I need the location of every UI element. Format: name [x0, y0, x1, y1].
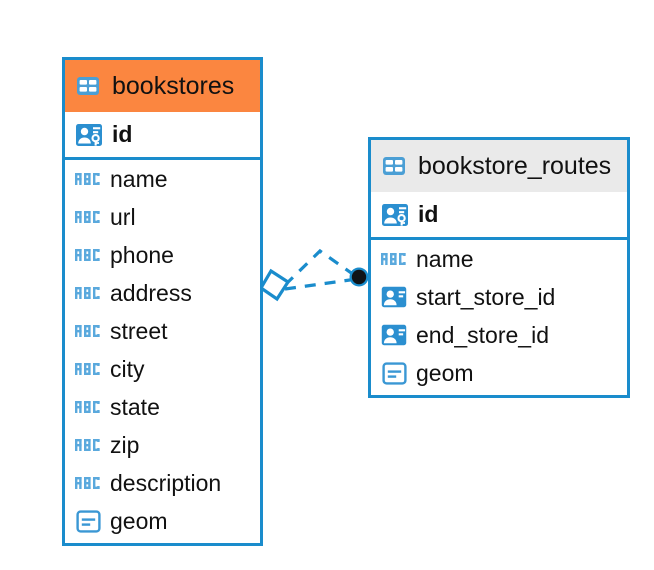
diamond-outline-marker: [258, 268, 291, 302]
column-label: id: [418, 201, 439, 227]
abc-text-icon: [75, 204, 101, 230]
column-row-primary-key[interactable]: id: [371, 192, 627, 237]
column-label: city: [110, 355, 145, 382]
column-row[interactable]: geom: [371, 354, 627, 392]
primary-key-icon: [75, 121, 103, 149]
primary-key-divider: [371, 237, 627, 240]
column-row[interactable]: name: [65, 160, 260, 198]
column-label: street: [110, 317, 168, 344]
abc-text-icon: [75, 242, 101, 268]
relationship-line-lower: [284, 277, 358, 291]
column-label: description: [110, 469, 222, 496]
column-label: name: [110, 165, 168, 192]
filled-circle-marker: [349, 267, 369, 287]
table-icon: [75, 73, 101, 99]
abc-text-icon: [75, 166, 101, 192]
table-icon: [381, 153, 407, 179]
abc-text-icon: [381, 246, 407, 272]
column-row[interactable]: city: [65, 350, 260, 388]
foreign-key-icon: [381, 322, 407, 348]
primary-key-icon: [381, 201, 409, 229]
entity-table-bookstores[interactable]: bookstores id name url phone address street c…: [62, 57, 263, 546]
column-row[interactable]: description: [65, 464, 260, 502]
column-row[interactable]: end_store_id: [371, 316, 627, 354]
primary-key-divider: [65, 157, 260, 160]
column-label: end_store_id: [416, 321, 549, 348]
column-row[interactable]: zip: [65, 426, 260, 464]
abc-text-icon: [75, 280, 101, 306]
column-row[interactable]: geom: [65, 502, 260, 540]
abc-text-icon: [75, 318, 101, 344]
column-row[interactable]: address: [65, 274, 260, 312]
relationship-line-upper: [283, 248, 358, 287]
column-label: name: [416, 245, 474, 272]
entity-title: bookstore_routes: [418, 151, 612, 180]
column-row[interactable]: name: [371, 240, 627, 278]
column-label: zip: [110, 431, 140, 458]
entity-header-bookstore-routes[interactable]: bookstore_routes: [371, 140, 627, 192]
column-label: geom: [416, 359, 474, 386]
abc-text-icon: [75, 356, 101, 382]
column-label: id: [112, 121, 133, 147]
geometry-icon: [75, 508, 101, 534]
abc-text-icon: [75, 394, 101, 420]
abc-text-icon: [75, 470, 101, 496]
column-row[interactable]: state: [65, 388, 260, 426]
column-label: phone: [110, 241, 174, 268]
column-row[interactable]: start_store_id: [371, 278, 627, 316]
column-label: url: [110, 203, 136, 230]
column-row[interactable]: url: [65, 198, 260, 236]
column-row-primary-key[interactable]: id: [65, 112, 260, 157]
column-row[interactable]: street: [65, 312, 260, 350]
abc-text-icon: [75, 432, 101, 458]
column-label: start_store_id: [416, 283, 556, 310]
entity-header-bookstores[interactable]: bookstores: [65, 60, 260, 112]
column-label: address: [110, 279, 192, 306]
entity-title: bookstores: [112, 71, 235, 100]
foreign-key-icon: [381, 284, 407, 310]
column-label: geom: [110, 507, 168, 534]
column-row[interactable]: phone: [65, 236, 260, 274]
column-label: state: [110, 393, 160, 420]
geometry-icon: [381, 360, 407, 386]
entity-columns-list: name url phone address street city state zip des…: [65, 160, 260, 540]
